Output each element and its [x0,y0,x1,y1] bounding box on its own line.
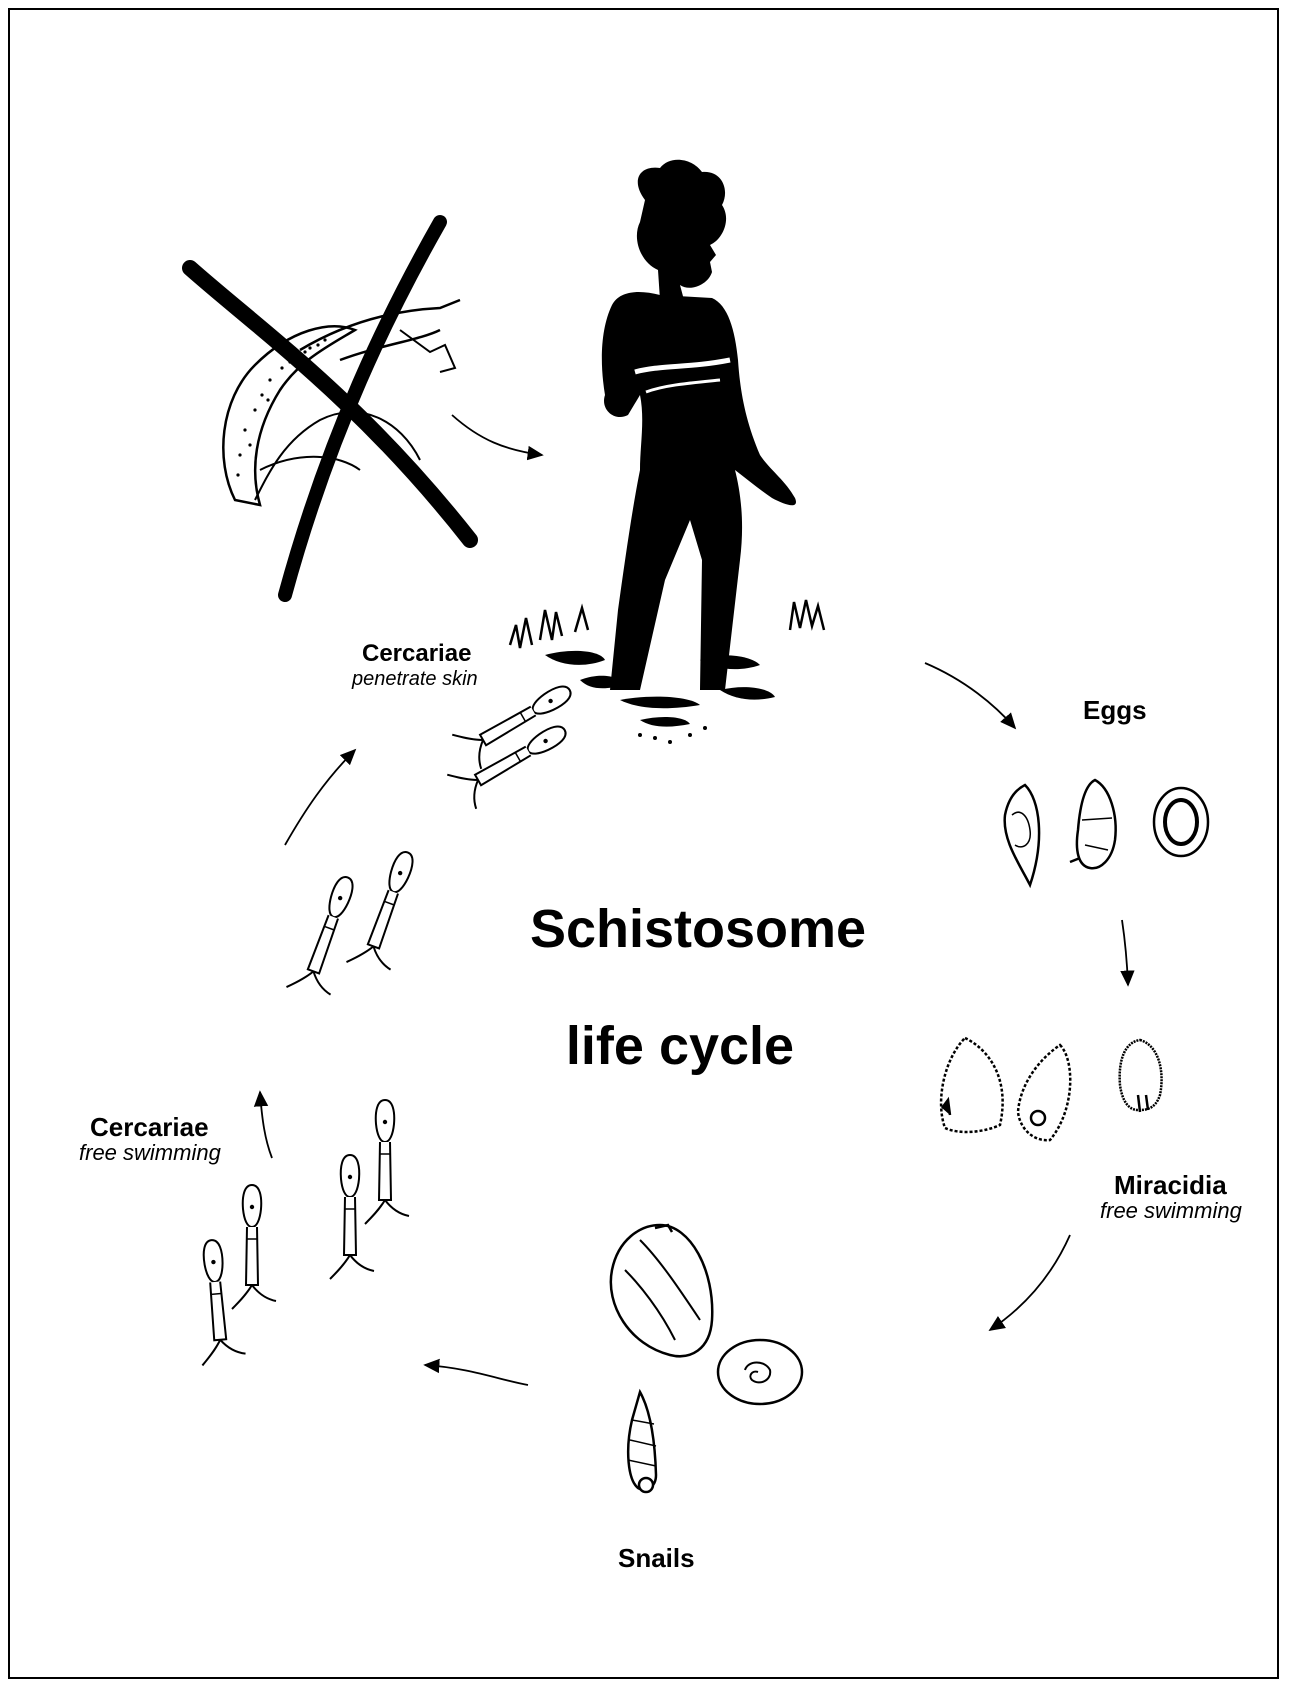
note-cercariae-penetrate: penetrate skin [352,668,478,691]
snails-drawing [611,1225,802,1492]
human-silhouette [510,160,824,744]
arrow-miracidia-to-snails [990,1235,1070,1330]
arrow-eggs-to-miracidia [1122,920,1128,985]
label-snails: Snails [618,1543,695,1574]
label-cercariae-free: Cercariae [90,1112,209,1143]
label-eggs: Eggs [1083,695,1147,726]
arrow-snails-to-cercariae [425,1365,528,1385]
note-cercariae-free: free swimming [79,1140,221,1166]
eggs-drawing [1005,780,1208,885]
arrow-worm-to-human [452,415,542,455]
arrow-cercariae-up [260,1092,272,1158]
note-miracidia: free swimming [1100,1198,1242,1224]
cercariae-penetrating-drawing [447,673,581,813]
adult-worm-drawing [190,222,470,595]
label-cercariae-penetrate: Cercariae [362,640,471,668]
diagram-title-line2: life cycle [460,1015,900,1077]
label-miracidia: Miracidia [1114,1170,1227,1201]
arrow-human-to-eggs [925,663,1015,728]
arrow-cercariae-to-human [285,750,355,845]
diagram-title-line1: Schistosome [478,898,918,960]
miracidia-drawing [941,1038,1161,1140]
cercariae-free-drawing [192,846,431,1366]
